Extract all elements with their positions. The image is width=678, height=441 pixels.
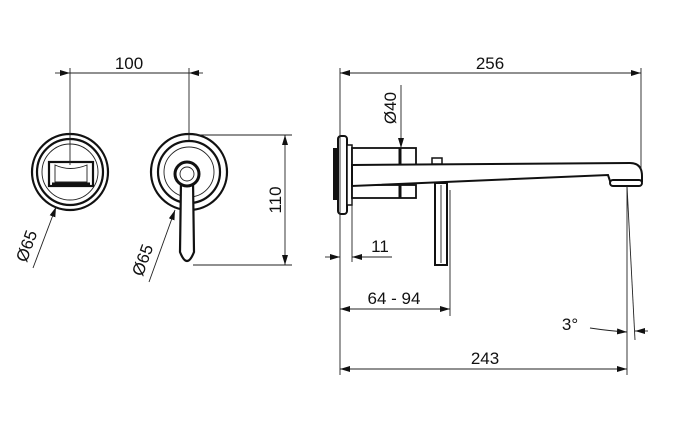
front-view-mixer: [149, 132, 229, 263]
dimension-label: 11: [371, 237, 389, 256]
dimension-label: Ø65: [12, 228, 41, 265]
dimension-label: 110: [266, 186, 285, 213]
dimension-100: 100: [55, 54, 203, 165]
dimension-label: Ø40: [381, 92, 400, 124]
dimension-label: 256: [476, 54, 504, 73]
dimension-243: 243: [340, 186, 628, 375]
dimension-diameter-40: Ø40: [381, 85, 404, 148]
dimension-label: 243: [471, 349, 499, 368]
dimension-diameter-65-left: Ø65: [12, 206, 57, 269]
dimension-110: 110: [193, 134, 292, 266]
dimension-label: 100: [115, 54, 143, 73]
dimension-diameter-65-right: Ø65: [128, 209, 176, 283]
dimension-64-94: 64 - 94: [340, 190, 451, 316]
dimension-label: Ø65: [128, 242, 157, 279]
dimension-label: 3°: [562, 315, 578, 334]
dimension-256: 256: [339, 54, 642, 375]
side-view-faucet: [333, 135, 643, 266]
dimension-11: 11: [325, 200, 392, 262]
dimension-angle-3: 3°: [562, 185, 648, 341]
dimension-label: 64 - 94: [368, 289, 421, 308]
